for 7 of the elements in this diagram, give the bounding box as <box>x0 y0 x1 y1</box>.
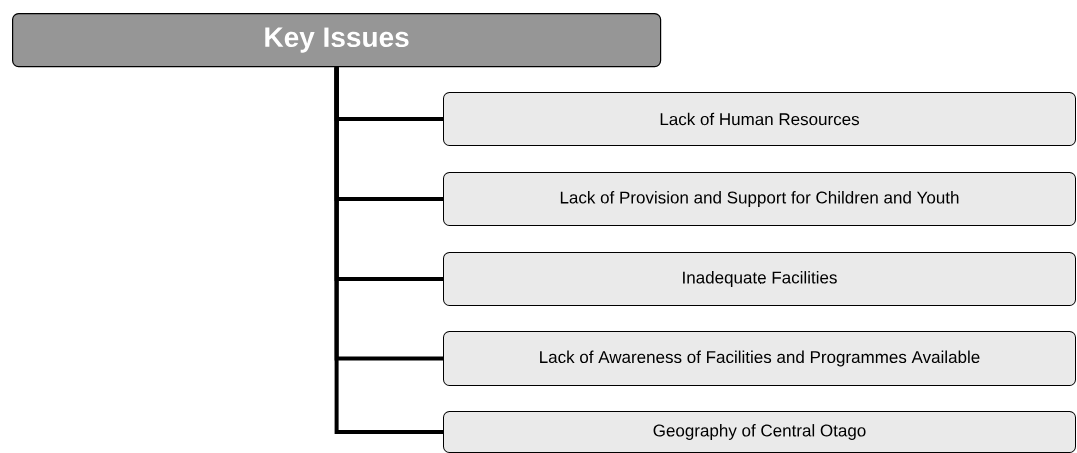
issue-box: Geography of Central Otago <box>443 411 1076 453</box>
issue-box: Lack of Awareness of Facilities and Programmes Available <box>443 331 1076 386</box>
issue-box: Inadequate Facilities <box>443 252 1076 306</box>
issue-box: Lack of Human Resources <box>443 92 1076 146</box>
title-box: Key Issues <box>12 13 662 68</box>
issue-box: Lack of Provision and Support for Children and Youth <box>443 172 1076 226</box>
connector <box>334 67 443 434</box>
